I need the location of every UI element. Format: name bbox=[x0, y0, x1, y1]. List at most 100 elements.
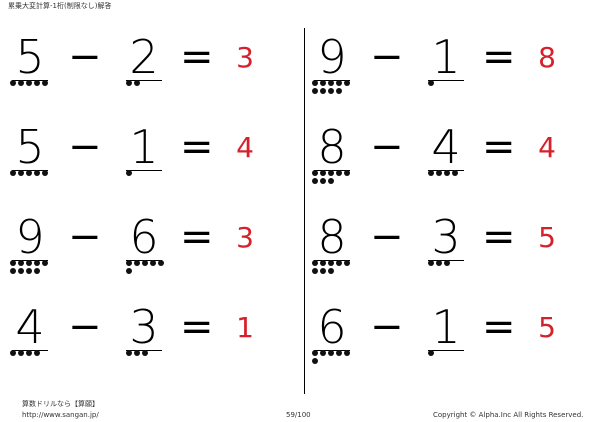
counter-dot bbox=[320, 260, 326, 266]
minuend: 8 bbox=[317, 120, 347, 174]
counter-dot bbox=[126, 80, 132, 86]
counter-dot bbox=[134, 80, 140, 86]
counter-dot bbox=[320, 178, 326, 184]
worksheet-title: 累乗大変計算-1桁(制限なし)解答 bbox=[8, 2, 112, 10]
subtrahend: 2 bbox=[129, 30, 159, 84]
equals-sign: = bbox=[180, 214, 214, 260]
counter-dot bbox=[328, 268, 334, 274]
counter-dot bbox=[18, 350, 24, 356]
minuend: 9 bbox=[317, 30, 347, 84]
footer-brand: 算数ドリルなら【算願】 bbox=[22, 400, 99, 408]
counter-dot bbox=[328, 260, 334, 266]
counter-dot bbox=[126, 268, 132, 274]
answer: 3 bbox=[236, 41, 254, 74]
counter-dot bbox=[428, 80, 434, 86]
minuend-dots bbox=[10, 170, 48, 176]
counter-dot bbox=[452, 170, 458, 176]
counter-dot bbox=[42, 170, 48, 176]
counter-dot bbox=[10, 80, 16, 86]
counter-dot bbox=[312, 170, 318, 176]
footer-url[interactable]: http://www.sangan.jp/ bbox=[22, 411, 99, 419]
counter-dot bbox=[328, 80, 334, 86]
minuend: 9 bbox=[15, 210, 45, 264]
counter-dot bbox=[336, 260, 342, 266]
counter-dot bbox=[26, 350, 32, 356]
counter-dot bbox=[344, 350, 350, 356]
minus-sign: − bbox=[370, 34, 404, 80]
subtrahend: 3 bbox=[431, 210, 461, 264]
minus-sign: − bbox=[68, 304, 102, 350]
problem-4: 4−3=1 bbox=[8, 304, 288, 374]
counter-dot bbox=[150, 260, 156, 266]
counter-dot bbox=[312, 178, 318, 184]
minus-sign: − bbox=[370, 214, 404, 260]
counter-dot bbox=[320, 88, 326, 94]
counter-dot bbox=[26, 268, 32, 274]
subtrahend: 4 bbox=[431, 120, 461, 174]
counter-dot bbox=[34, 260, 40, 266]
counter-dot bbox=[428, 170, 434, 176]
subtrahend-underline bbox=[428, 350, 464, 351]
counter-dot bbox=[320, 268, 326, 274]
counter-dot bbox=[336, 170, 342, 176]
equals-sign: = bbox=[482, 124, 516, 170]
minuend-dots bbox=[312, 80, 350, 94]
minus-sign: − bbox=[68, 124, 102, 170]
counter-dot bbox=[26, 170, 32, 176]
answer: 3 bbox=[236, 221, 254, 254]
counter-dot bbox=[436, 260, 442, 266]
subtrahend: 1 bbox=[431, 300, 461, 354]
problem-3: 9−6=3 bbox=[8, 214, 288, 284]
answer: 4 bbox=[236, 131, 254, 164]
counter-dot bbox=[142, 260, 148, 266]
counter-dot bbox=[320, 80, 326, 86]
subtrahend-dots bbox=[428, 350, 466, 356]
minuend-dots bbox=[312, 260, 350, 274]
counter-dot bbox=[26, 260, 32, 266]
counter-dot bbox=[126, 170, 132, 176]
counter-dot bbox=[10, 170, 16, 176]
counter-dot bbox=[344, 260, 350, 266]
answer: 5 bbox=[538, 221, 556, 254]
minuend: 5 bbox=[15, 120, 45, 174]
counter-dot bbox=[328, 88, 334, 94]
subtrahend-dots bbox=[428, 80, 466, 86]
equals-sign: = bbox=[180, 304, 214, 350]
counter-dot bbox=[34, 170, 40, 176]
counter-dot bbox=[42, 260, 48, 266]
counter-dot bbox=[336, 80, 342, 86]
problem-7: 8−3=5 bbox=[310, 214, 590, 284]
counter-dot bbox=[328, 170, 334, 176]
counter-dot bbox=[312, 80, 318, 86]
counter-dot bbox=[328, 178, 334, 184]
column-divider bbox=[304, 28, 305, 394]
counter-dot bbox=[328, 350, 334, 356]
counter-dot bbox=[42, 80, 48, 86]
counter-dot bbox=[320, 170, 326, 176]
answer: 8 bbox=[538, 41, 556, 74]
minuend-dots bbox=[10, 350, 48, 356]
counter-dot bbox=[312, 268, 318, 274]
counter-dot bbox=[126, 260, 132, 266]
subtrahend-underline bbox=[126, 80, 162, 81]
counter-dot bbox=[436, 170, 442, 176]
counter-dot bbox=[10, 268, 16, 274]
subtrahend-dots bbox=[126, 350, 164, 356]
subtrahend-underline bbox=[126, 170, 162, 171]
counter-dot bbox=[142, 350, 148, 356]
counter-dot bbox=[312, 88, 318, 94]
counter-dot bbox=[336, 350, 342, 356]
subtrahend: 1 bbox=[431, 30, 461, 84]
minus-sign: − bbox=[68, 34, 102, 80]
counter-dot bbox=[34, 80, 40, 86]
counter-dot bbox=[158, 260, 164, 266]
counter-dot bbox=[428, 260, 434, 266]
minus-sign: − bbox=[68, 214, 102, 260]
counter-dot bbox=[126, 350, 132, 356]
counter-dot bbox=[18, 268, 24, 274]
problem-1: 5−2=3 bbox=[8, 34, 288, 104]
counter-dot bbox=[10, 350, 16, 356]
equals-sign: = bbox=[180, 34, 214, 80]
counter-dot bbox=[34, 268, 40, 274]
counter-dot bbox=[312, 358, 318, 364]
